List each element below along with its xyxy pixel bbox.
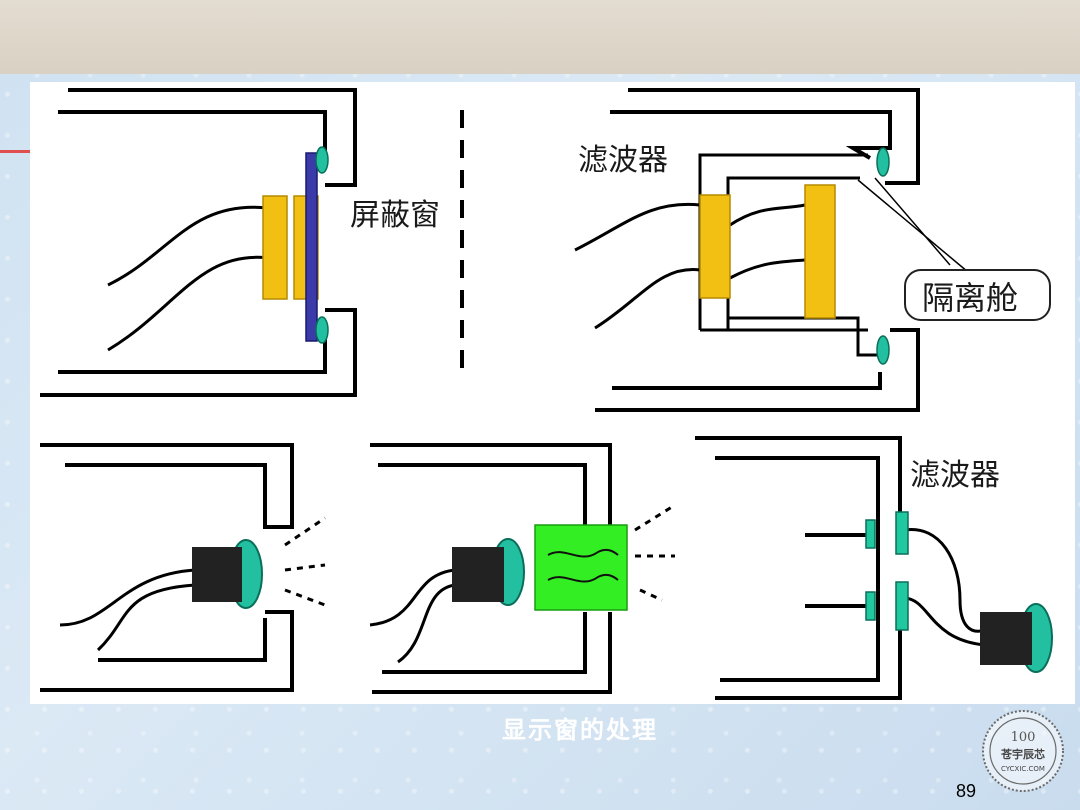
seal-name: 苍宇辰芯 xyxy=(1000,747,1045,761)
accent-line xyxy=(0,150,30,153)
figure-panel: 屏蔽窗 滤波器 隔离舱 滤波器 xyxy=(30,82,1075,704)
led2-lead-b xyxy=(397,583,456,664)
box3-top xyxy=(40,443,294,529)
box4-top-inner xyxy=(378,463,587,527)
seal-logo: 100 苍宇辰芯 CYCXIC.COM xyxy=(982,710,1064,792)
cabin-top-inner xyxy=(610,110,892,160)
cable-2 xyxy=(107,255,269,352)
panel-filter-connectors xyxy=(695,436,986,700)
isolation-callout-box xyxy=(904,269,1051,321)
led3-body xyxy=(980,612,1032,665)
lead-to-led-a xyxy=(904,528,986,633)
box3-bottom-inner xyxy=(98,618,267,662)
connector-filter-1a xyxy=(865,519,876,549)
led2-body xyxy=(452,547,504,602)
cabin-bottom-inner xyxy=(612,372,882,390)
enclosure-top-inner xyxy=(58,110,327,160)
box5-bottom-outer xyxy=(715,625,902,700)
box4-bottom-outer xyxy=(372,612,612,694)
shielding-diagram: 屏蔽窗 滤波器 隔离舱 滤波器 xyxy=(40,88,1053,700)
page-number: 89 xyxy=(956,781,977,801)
shield-plate xyxy=(305,152,318,342)
seal-number: 100 xyxy=(1011,730,1036,745)
seal-site: CYCXIC.COM xyxy=(1001,765,1045,773)
label-filter-bottom: 滤波器 xyxy=(910,458,1000,493)
panel-filtered-led xyxy=(369,443,612,694)
title-band xyxy=(0,0,1080,74)
seal-top-2 xyxy=(876,147,890,177)
callout-line-2 xyxy=(874,177,951,266)
label-filter-top: 滤波器 xyxy=(578,143,668,178)
cabin-wall-inner xyxy=(726,176,860,330)
light-rays-2 xyxy=(634,503,676,602)
enclosure-top-outer xyxy=(68,88,357,187)
gasket-1 xyxy=(262,195,288,300)
seal-top-1 xyxy=(315,146,329,174)
connector-filter-2b xyxy=(895,581,909,631)
led1-lead-a xyxy=(59,568,196,627)
box5-inner xyxy=(715,456,880,682)
cabin-bottom-b xyxy=(728,316,880,357)
label-isolation-cabin: 隔离舱 xyxy=(922,279,1018,317)
led1-body xyxy=(192,547,242,602)
panel-isolation-cabin xyxy=(574,88,969,412)
green-filter xyxy=(534,524,628,611)
cable-3 xyxy=(574,202,701,252)
enclosure-bottom-inner xyxy=(58,335,327,374)
cable-6 xyxy=(729,258,806,280)
cable-1 xyxy=(107,205,269,287)
cable-4 xyxy=(594,268,701,330)
led2-lead-a xyxy=(369,568,456,627)
box4-top-outer xyxy=(370,443,612,527)
filter-block xyxy=(699,194,731,299)
figure-caption: 显示窗的处理 xyxy=(502,716,658,744)
cabin-top-outer xyxy=(628,88,920,185)
cabin-bottom-outer xyxy=(595,328,920,412)
cable-5 xyxy=(729,203,806,227)
panel-shielding-window xyxy=(40,88,357,397)
enclosure-bottom-outer xyxy=(40,308,357,397)
label-shielding-window: 屏蔽窗 xyxy=(350,198,440,233)
led1-lead-b xyxy=(96,583,196,652)
seal-bottom-1 xyxy=(315,316,329,344)
box4-bottom-inner xyxy=(382,612,587,674)
connector-filter-2a xyxy=(865,591,876,621)
callout-line-1 xyxy=(857,179,969,273)
seal-bottom-2 xyxy=(876,335,890,365)
box3-bottom-outer xyxy=(40,610,294,692)
lead-to-led-b xyxy=(904,596,986,647)
filter-mesh xyxy=(547,548,619,583)
panel-bare-led xyxy=(40,443,294,692)
light-rays-1 xyxy=(284,516,326,607)
box5-top-outer xyxy=(695,436,902,515)
connector-filter-1b xyxy=(895,511,909,555)
display-block xyxy=(804,184,836,319)
